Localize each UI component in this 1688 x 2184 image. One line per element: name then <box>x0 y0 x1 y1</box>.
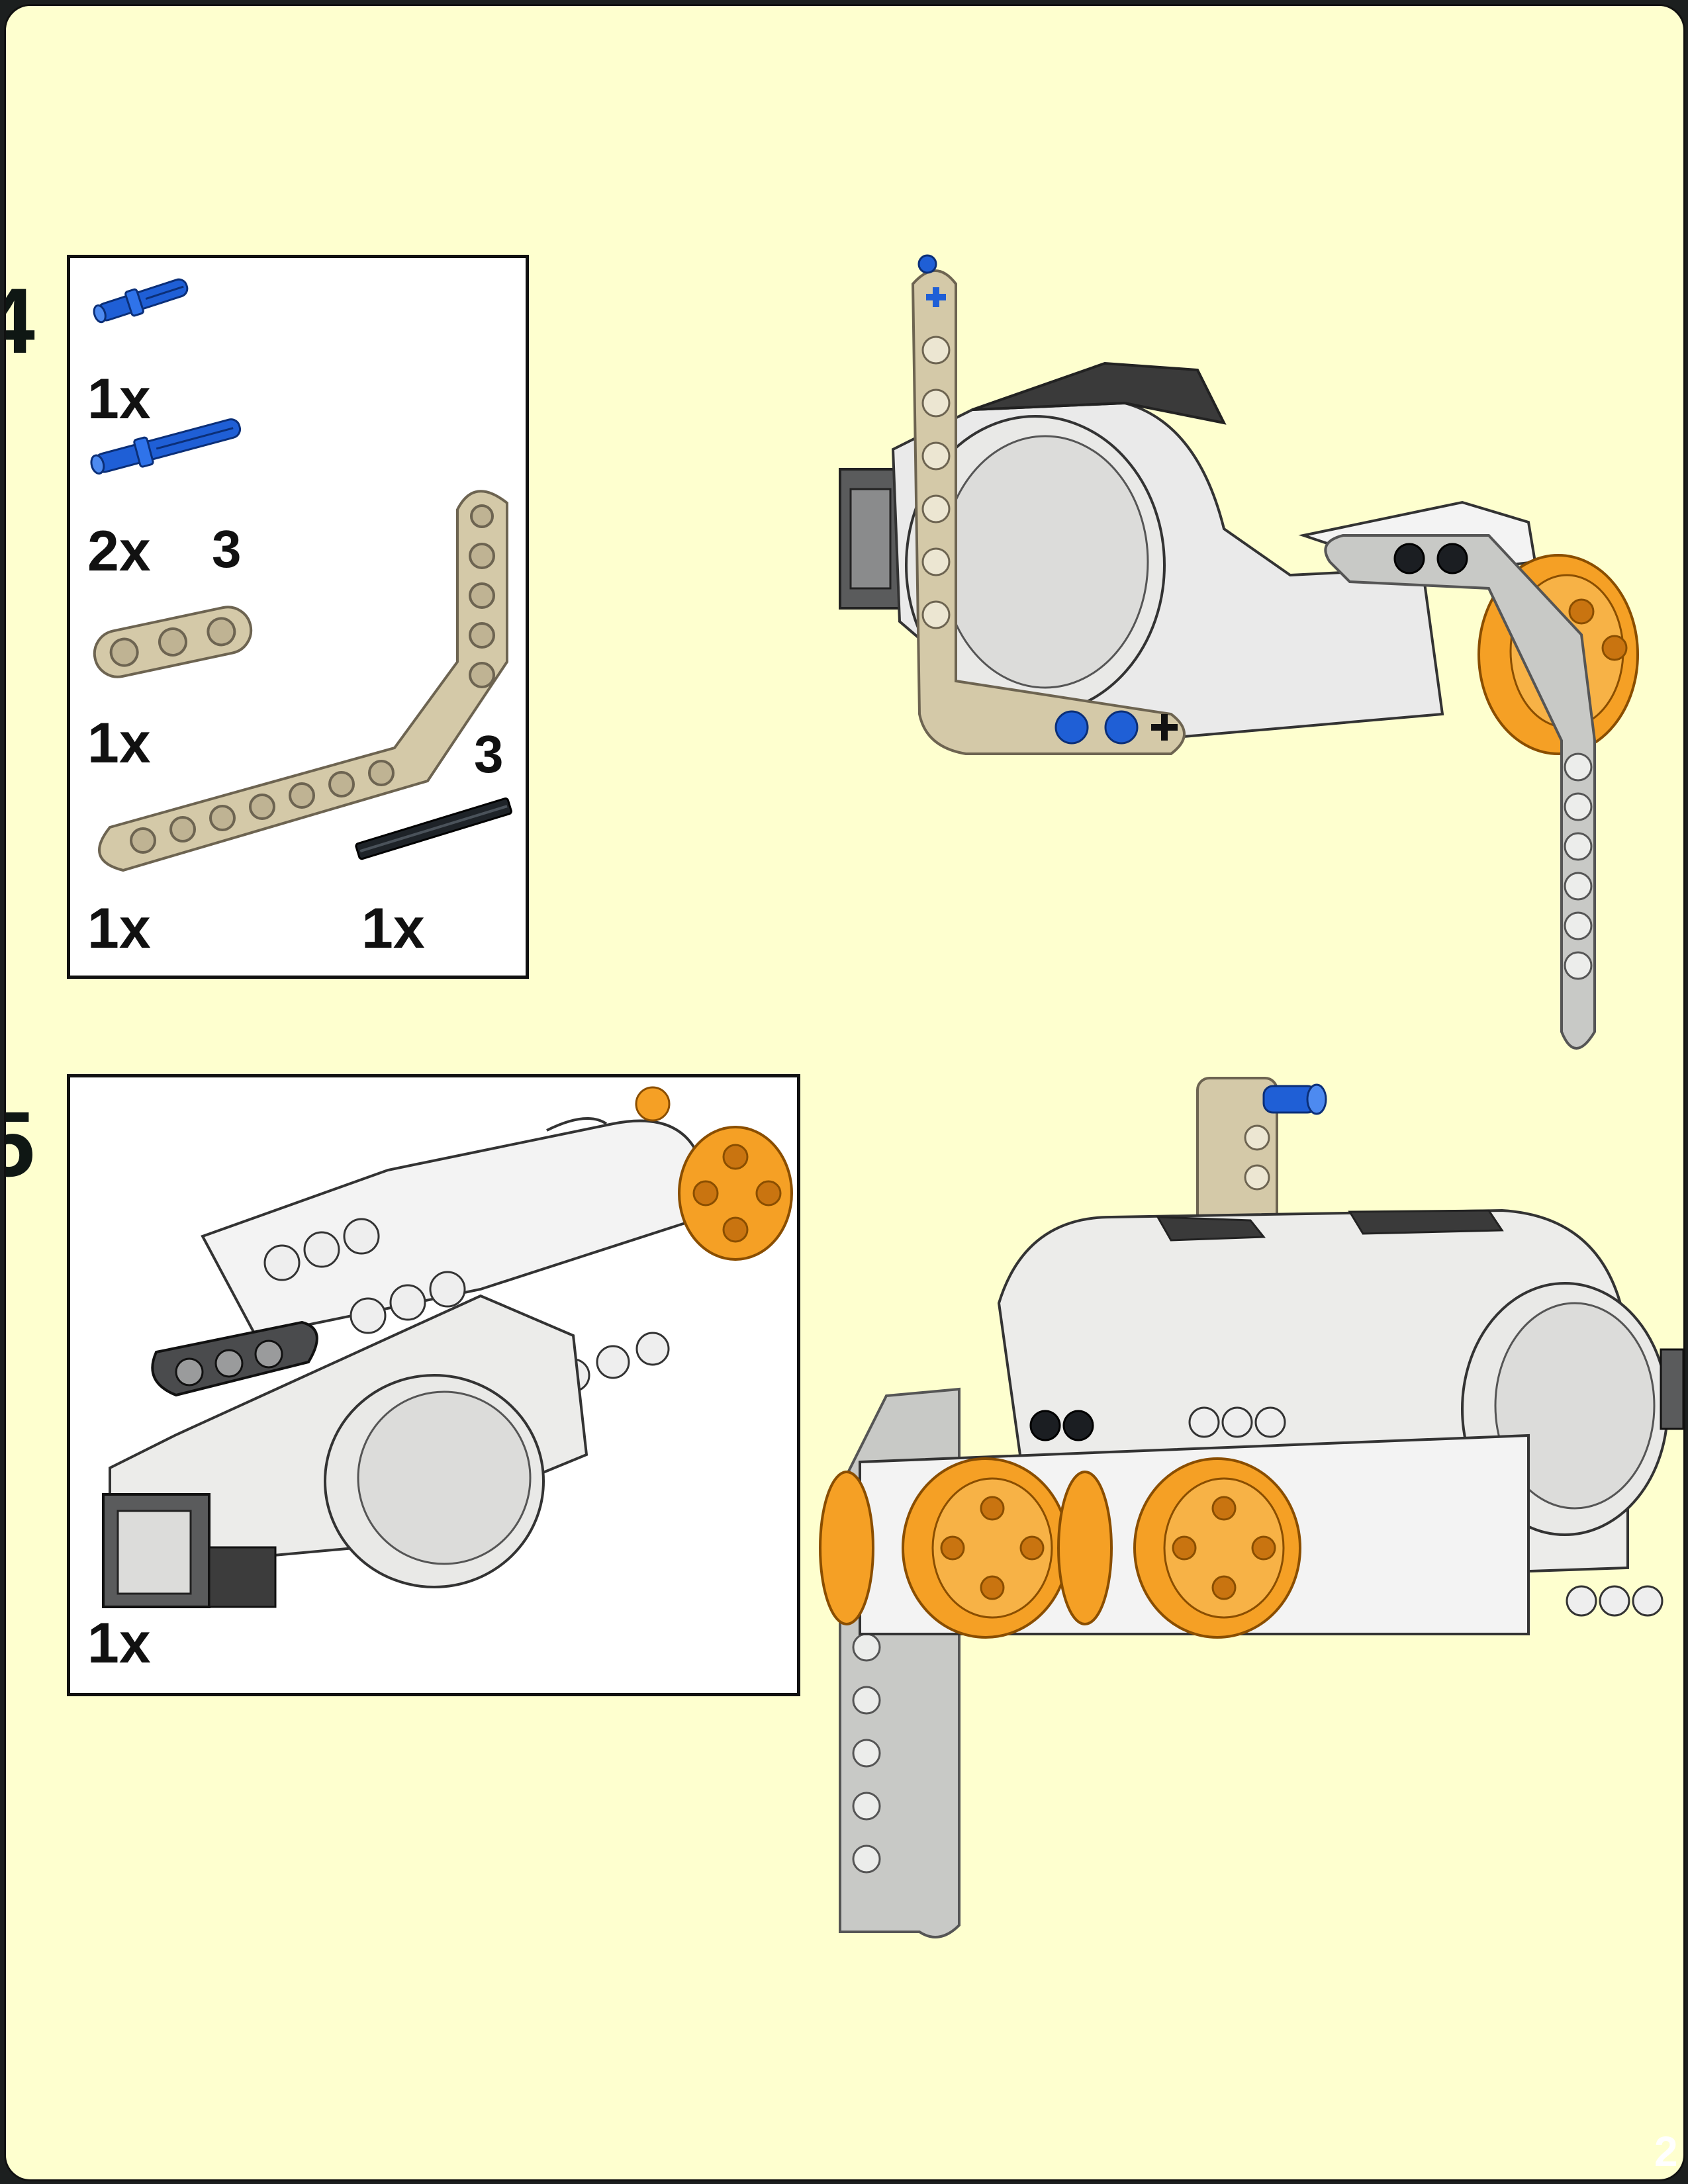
part-qty: 1x <box>87 711 151 775</box>
step-4-assembly-illustration <box>839 254 1639 1050</box>
blue-axle-pin-icon <box>93 278 189 324</box>
part-qty: 1x <box>361 897 425 960</box>
step-4-parts-list: 1x 2x 3 1x <box>67 255 529 979</box>
part-qty: 2x <box>87 520 151 583</box>
part-length: 3 <box>212 520 242 578</box>
tan-beam-3-icon <box>93 606 253 678</box>
part-qty: 1x <box>87 367 151 431</box>
part-qty: 1x <box>87 897 151 960</box>
part-length: 3 <box>474 725 504 784</box>
step-5-assembly-illustration <box>819 1077 1683 1938</box>
page-sheet: 4 1x 2x 3 <box>4 4 1685 2181</box>
step-5-parts-list: 1x <box>67 1074 800 1696</box>
part-qty: 1x <box>87 1612 151 1675</box>
blue-long-pin-icon <box>90 418 242 475</box>
page-number: 2 <box>1654 2128 1678 2175</box>
servo-motor-icon <box>102 1086 793 1608</box>
step-4-number: 4 <box>6 275 35 367</box>
tan-angled-beam-icon <box>98 490 508 872</box>
black-axle-icon <box>355 797 512 860</box>
step-5-number: 5 <box>6 1098 35 1191</box>
